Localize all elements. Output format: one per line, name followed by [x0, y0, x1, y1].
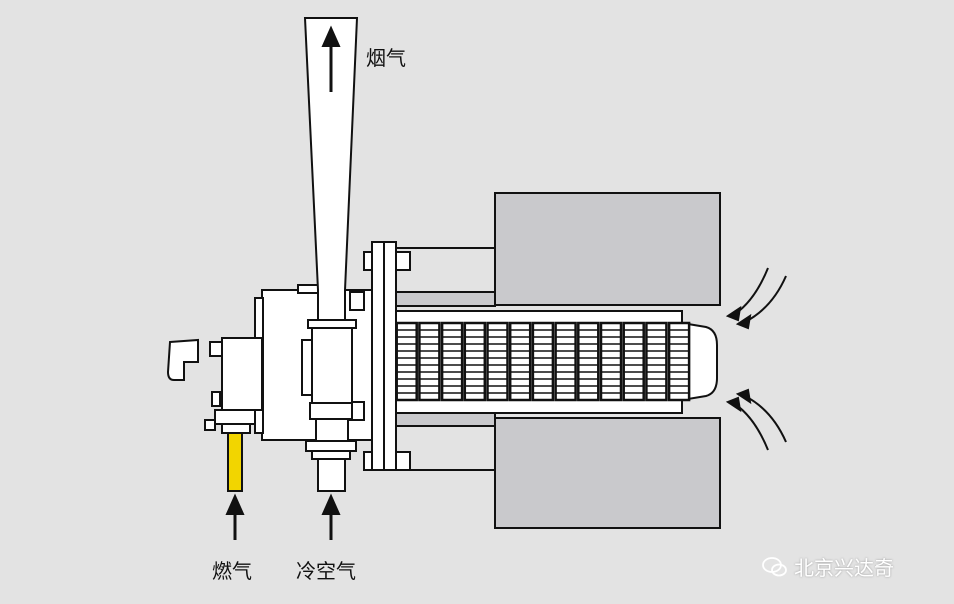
fin	[667, 321, 691, 402]
fin	[418, 321, 441, 402]
furnace-gas-arrows-icon	[734, 267, 787, 451]
wall-liner-bottom	[389, 411, 496, 427]
fin	[531, 321, 555, 402]
fin	[508, 321, 532, 402]
furnace-wall-top	[494, 192, 721, 306]
fin	[577, 321, 600, 402]
fin	[440, 321, 464, 402]
furnace-wall-bottom	[494, 417, 721, 529]
air-inlet-arrow-icon	[321, 493, 341, 515]
fin	[554, 321, 577, 402]
cold-air-pipe	[317, 458, 346, 492]
wall-liner-top	[389, 291, 496, 307]
bolt-top	[363, 251, 373, 271]
gas-valve-handle	[166, 338, 199, 381]
fin	[645, 321, 668, 402]
flange-plate	[371, 241, 385, 471]
flue-gas-label: 烟气	[366, 46, 406, 70]
gas-inlet-arrow-icon	[225, 493, 245, 515]
wechat-icon	[762, 556, 787, 576]
fin	[599, 321, 623, 402]
fin	[486, 321, 509, 402]
cold-air-label: 冷空气	[296, 559, 356, 583]
tube-tip	[681, 321, 718, 402]
fin	[395, 321, 418, 402]
watermark-text: 北京兴达奇	[794, 556, 894, 580]
watermark: 北京兴达奇	[762, 552, 894, 581]
gas-pipe	[227, 432, 243, 492]
fin	[622, 321, 645, 402]
gas-valve-body	[221, 337, 263, 411]
fin	[463, 321, 487, 402]
bolt-bottom	[363, 451, 373, 471]
fuel-gas-label: 燃气	[212, 559, 252, 583]
flue-arrow-icon	[321, 25, 341, 47]
